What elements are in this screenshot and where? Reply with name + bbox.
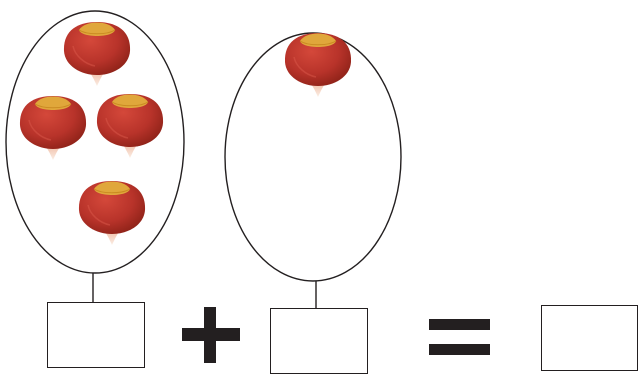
right-group-oval: [224, 32, 402, 282]
chestnut-icon: [78, 180, 146, 246]
chestnut-icon: [63, 21, 131, 87]
right-count-box[interactable]: [270, 308, 368, 374]
plus-sign-icon: [182, 307, 240, 363]
chestnut-icon: [284, 32, 352, 98]
left-count-box[interactable]: [47, 302, 145, 368]
chestnut-icon: [96, 93, 164, 159]
total-box[interactable]: [541, 305, 638, 371]
equals-sign-icon: [429, 319, 490, 355]
chestnut-icon: [19, 95, 87, 161]
left-group-oval: [5, 10, 185, 274]
